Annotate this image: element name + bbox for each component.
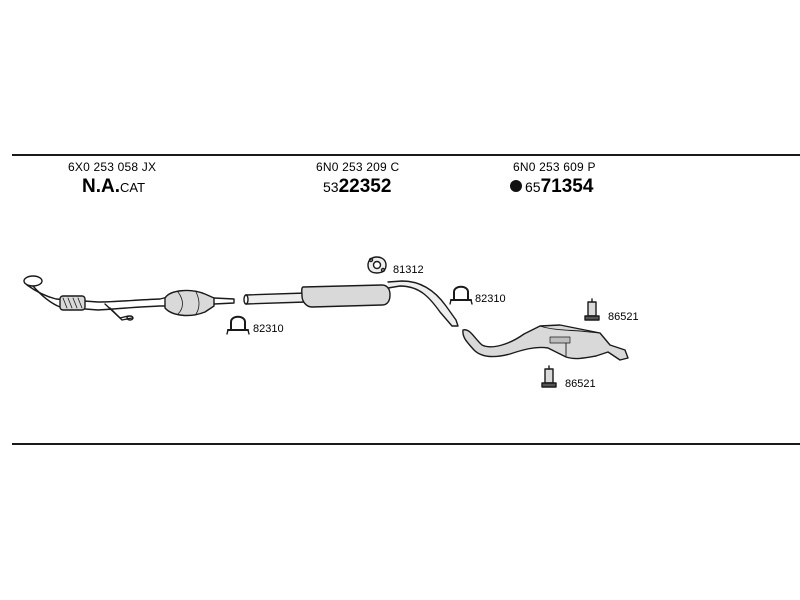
center-silencer	[243, 280, 459, 327]
oem-number-1: 6X0 253 058 JX	[68, 160, 157, 174]
part-number-2: 5322352	[323, 177, 391, 196]
oem-number-2: 6N0 253 209 C	[316, 160, 400, 174]
front-pipe-with-catalytic-converter	[23, 275, 235, 321]
oem-number-3: 6N0 253 609 P	[513, 160, 596, 174]
rear-silencer	[462, 324, 629, 361]
callout-clamp-rear: 82310	[475, 293, 506, 305]
flex-section	[59, 295, 86, 311]
callout-flange-gasket: 81312	[393, 264, 424, 276]
part-number-2-prefix: 53	[323, 179, 339, 195]
part-number-3-main: 71354	[540, 176, 594, 197]
callout-rubber-mount-top: 86521	[608, 311, 639, 323]
pipe-clamp-front-icon	[226, 315, 250, 335]
bottom-divider	[12, 443, 800, 445]
flange-gasket-icon	[367, 256, 387, 274]
part-number-1: N.A.CAT	[82, 177, 145, 196]
callout-clamp-front: 82310	[253, 323, 284, 335]
part-number-2-main: 22352	[338, 176, 392, 197]
catalytic-converter	[164, 289, 215, 317]
callout-rubber-mount-bottom: 86521	[565, 378, 596, 390]
filled-circle-icon	[510, 180, 522, 192]
pipe-clamp-rear-icon	[449, 285, 473, 305]
part-number-3: 6571354	[510, 177, 593, 196]
part-number-1-main: N.A.	[82, 176, 120, 197]
part-number-3-prefix: 65	[525, 179, 541, 195]
rubber-mount-bottom-icon	[541, 365, 557, 388]
rubber-mount-top-icon	[584, 298, 600, 321]
part-number-1-suffix: CAT	[120, 180, 146, 195]
top-divider	[12, 154, 800, 156]
